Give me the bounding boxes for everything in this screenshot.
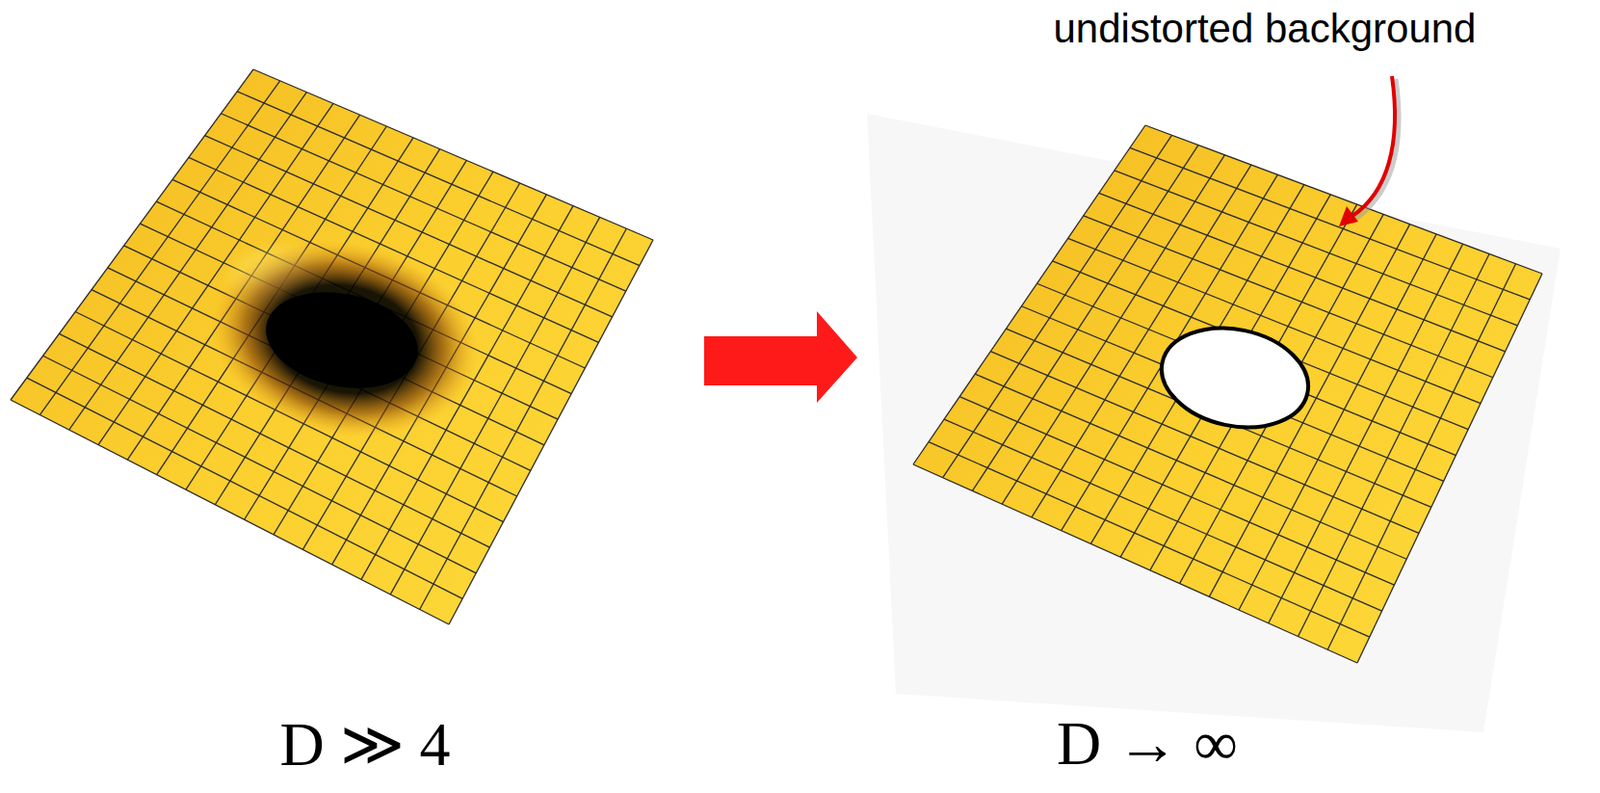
grid-line: [971, 145, 1198, 492]
dimension-label: D → ∞: [1056, 708, 1238, 780]
transition-arrow: [704, 311, 858, 403]
grid-line: [1129, 147, 1530, 299]
grid-line: [944, 419, 1382, 611]
grid-line: [1021, 306, 1443, 482]
left-grid: [10, 69, 654, 625]
dimension-label: D ≫ 4: [279, 708, 450, 781]
leader-arrow: [1352, 76, 1395, 216]
left-plane: [10, 69, 654, 625]
grid-line: [913, 125, 1146, 465]
right-grid: [913, 125, 1543, 663]
grid-line: [1357, 273, 1543, 663]
grid-line: [913, 464, 1358, 663]
white-hole: [1152, 314, 1317, 441]
leader-arrowhead: [1338, 206, 1359, 227]
distortion-halo: [192, 216, 497, 462]
black-hole: [257, 278, 427, 401]
backdrop: [866, 113, 1561, 733]
callout-text: undistorted background: [1053, 5, 1477, 53]
grid-line: [419, 228, 628, 609]
grid-line: [448, 239, 654, 625]
grid-line: [1327, 263, 1516, 651]
grid-line: [1268, 243, 1464, 624]
right-plane: [913, 125, 1543, 663]
grid-line: [928, 442, 1370, 638]
grid-line: [959, 396, 1394, 586]
grid-line: [943, 134, 1173, 477]
grid-line: [1145, 125, 1543, 274]
grid-line: [1114, 170, 1519, 326]
grid-line: [1099, 192, 1506, 351]
grid-line: [1120, 194, 1331, 557]
grid-line: [1001, 155, 1225, 504]
